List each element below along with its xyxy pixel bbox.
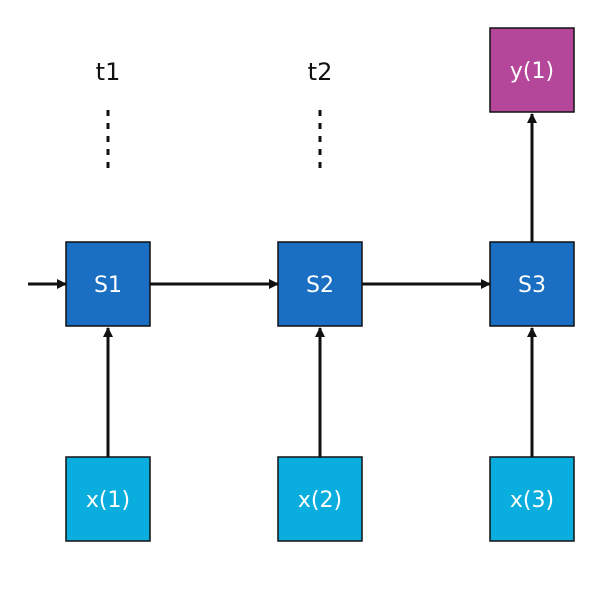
input-label-x1: x(1) (86, 488, 130, 513)
state-node-s3: S3 (489, 241, 575, 327)
input-box (489, 456, 575, 542)
state-box (65, 241, 151, 327)
input-label-x2: x(2) (298, 488, 342, 513)
input-box (277, 456, 363, 542)
state-node-s2: S2 (277, 241, 363, 327)
input-node-x3: x(3) (489, 456, 575, 542)
state-label-s1: S1 (94, 273, 122, 298)
input-node-x2: x(2) (277, 456, 363, 542)
state-label-s2: S2 (306, 273, 334, 298)
input-node-x1: x(1) (65, 456, 151, 542)
input-box (65, 456, 151, 542)
time-label-t2: t2 (308, 58, 333, 86)
state-box (489, 241, 575, 327)
state-node-s1: S1 (65, 241, 151, 327)
time-label-t1: t1 (96, 58, 121, 86)
input-label-x3: x(3) (510, 488, 554, 513)
output-node-y1: y(1) (489, 27, 575, 113)
output-label-y1: y(1) (510, 59, 554, 84)
state-box (277, 241, 363, 327)
state-label-s3: S3 (518, 273, 546, 298)
output-box (489, 27, 575, 113)
